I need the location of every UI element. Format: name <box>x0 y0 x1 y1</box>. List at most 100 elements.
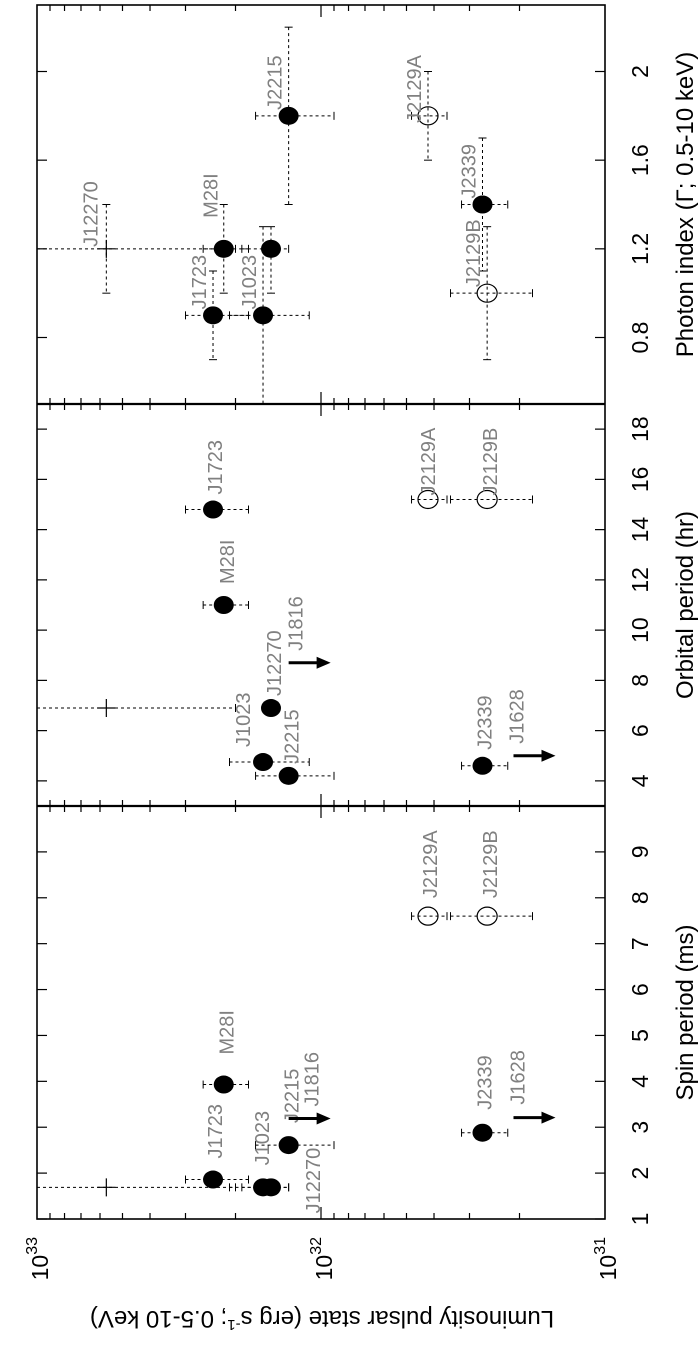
x-tick-label: 10 <box>627 617 653 643</box>
point-label: J2129B <box>463 219 485 287</box>
filled-circle-marker <box>203 306 224 325</box>
filled-circle-marker <box>213 596 234 614</box>
x-tick-label: 2 <box>627 65 653 78</box>
point-label: J2129B <box>480 428 502 496</box>
point-label: J12270 <box>264 630 286 696</box>
data-point-J12270: J12270 <box>37 181 237 294</box>
data-point-J2339: J2339 <box>461 1055 509 1142</box>
y-tick-label: 1033 <box>24 1237 53 1280</box>
data-point-J2129B: J2129B <box>449 428 534 510</box>
point-label: J1723 <box>189 255 211 310</box>
open-circle-marker <box>417 106 439 126</box>
point-label: J2215 <box>282 1069 304 1124</box>
x-tick-label: 6 <box>627 983 653 996</box>
x-tick-label: 6 <box>627 724 653 737</box>
y-axis-title-superscript: -1 <box>227 1316 240 1333</box>
data-point-M28I: M28I <box>202 540 250 614</box>
filled-circle-marker <box>260 699 281 718</box>
data-point-J1023: J1023 <box>228 226 310 404</box>
point-label: J2129A <box>418 427 440 495</box>
data-point-J2129B: J2129B <box>449 219 534 361</box>
point-label: J1023 <box>233 693 255 748</box>
data-point-J2129A: J2129A <box>404 54 448 161</box>
data-point-M28I: M28I <box>202 1010 250 1094</box>
x-tick-label: 7 <box>627 937 653 950</box>
filled-circle-marker <box>472 756 493 775</box>
data-point-J2215: J2215 <box>255 1069 335 1155</box>
data-point-J12270: J12270 <box>241 1148 325 1214</box>
data-point-J1816: J1816 <box>286 596 331 669</box>
x-tick-label: 16 <box>627 467 653 493</box>
x-tick-label: 5 <box>627 1029 653 1042</box>
x-tick-label: 8 <box>627 891 653 904</box>
filled-circle-marker <box>278 106 299 125</box>
tick-exponent: 31 <box>592 1237 609 1255</box>
data-point-J2215: J2215 <box>255 709 335 785</box>
filled-circle-marker <box>253 306 274 325</box>
tick-base: 10 <box>311 1255 337 1281</box>
y-tick-label: 1032 <box>308 1237 337 1280</box>
point-label: J12270 <box>80 181 102 247</box>
data-point-J2129B: J2129B <box>449 830 534 926</box>
x-tick-label: 2 <box>627 1167 653 1180</box>
data-point-J2129A: J2129A <box>411 427 448 510</box>
filled-circle-marker <box>278 1136 299 1155</box>
x-tick-label: 0.8 <box>627 322 653 354</box>
filled-circle-marker <box>260 1178 281 1197</box>
data-point-J2339: J2339 <box>458 137 509 272</box>
point-label: J1723 <box>205 1104 227 1159</box>
point-label: J1723 <box>205 440 227 495</box>
open-circle-marker <box>417 489 439 510</box>
x-tick-label: 4 <box>627 1075 653 1088</box>
x-tick-label: 1 <box>627 1213 653 1226</box>
tick-base: 10 <box>27 1255 53 1281</box>
plot-frame <box>36 4 606 1220</box>
point-label: J1628 <box>506 689 528 744</box>
data-point-J1723: J1723 <box>184 440 250 519</box>
filled-circle-marker <box>203 500 224 519</box>
data-point-J12270: J12270 <box>260 630 286 718</box>
data-point-M28I: M28I <box>201 173 250 294</box>
data-point-J2129A: J2129A <box>411 830 448 926</box>
open-circle-marker <box>476 489 498 510</box>
x-axis-title: Spin period (ms) <box>672 924 699 1100</box>
point-label: M28I <box>217 1010 239 1054</box>
point-label: J2339 <box>474 695 496 750</box>
x-tick-label: 3 <box>627 1121 653 1134</box>
point-label: J1023 <box>252 1111 274 1166</box>
point-label: J12270 <box>303 1148 325 1214</box>
x-axis-title: Photon index (Γ; 0.5-10 keV) <box>672 52 699 357</box>
tick-base: 10 <box>595 1255 621 1281</box>
filled-circle-marker <box>278 766 299 785</box>
upper-limit-arrow-head <box>541 1111 556 1124</box>
x-tick-label: 8 <box>627 674 653 687</box>
x-tick-label: 12 <box>627 567 653 593</box>
point-label: M28I <box>201 173 223 217</box>
point-label: J2339 <box>458 144 480 199</box>
y-tick-label: 1031 <box>592 1237 621 1280</box>
point-label: J2129A <box>404 54 426 122</box>
filled-circle-marker <box>260 239 281 258</box>
point-label: J2339 <box>474 1055 496 1110</box>
data-point-J1023: J1023 <box>228 693 310 772</box>
filled-circle-marker <box>472 195 493 214</box>
y-axis-title: Luminosity pulsar state (erg s-1; 0.5-10… <box>90 1305 554 1333</box>
point-label: J2215 <box>282 709 304 764</box>
open-circle-marker <box>417 906 439 926</box>
x-tick-label: 18 <box>627 416 653 442</box>
point-label: J1628 <box>507 1050 529 1105</box>
x-tick-label: 9 <box>627 845 653 858</box>
data-point-J1816: J1816 <box>288 1052 331 1125</box>
data-point-J1628: J1628 <box>507 1050 556 1124</box>
x-tick-label: 4 <box>627 774 653 787</box>
point-label: J1816 <box>286 596 308 651</box>
point-label: J1023 <box>239 255 261 310</box>
point-label: J1816 <box>302 1052 324 1107</box>
data-point-J2339: J2339 <box>461 695 509 775</box>
upper-limit-arrow-head <box>316 1112 331 1125</box>
upper-limit-arrow-head <box>541 749 556 762</box>
point-label: M28I <box>217 540 239 584</box>
y-axis-title-rest: ; 0.5-10 keV) <box>90 1305 227 1332</box>
point-label: J2129B <box>480 830 502 898</box>
